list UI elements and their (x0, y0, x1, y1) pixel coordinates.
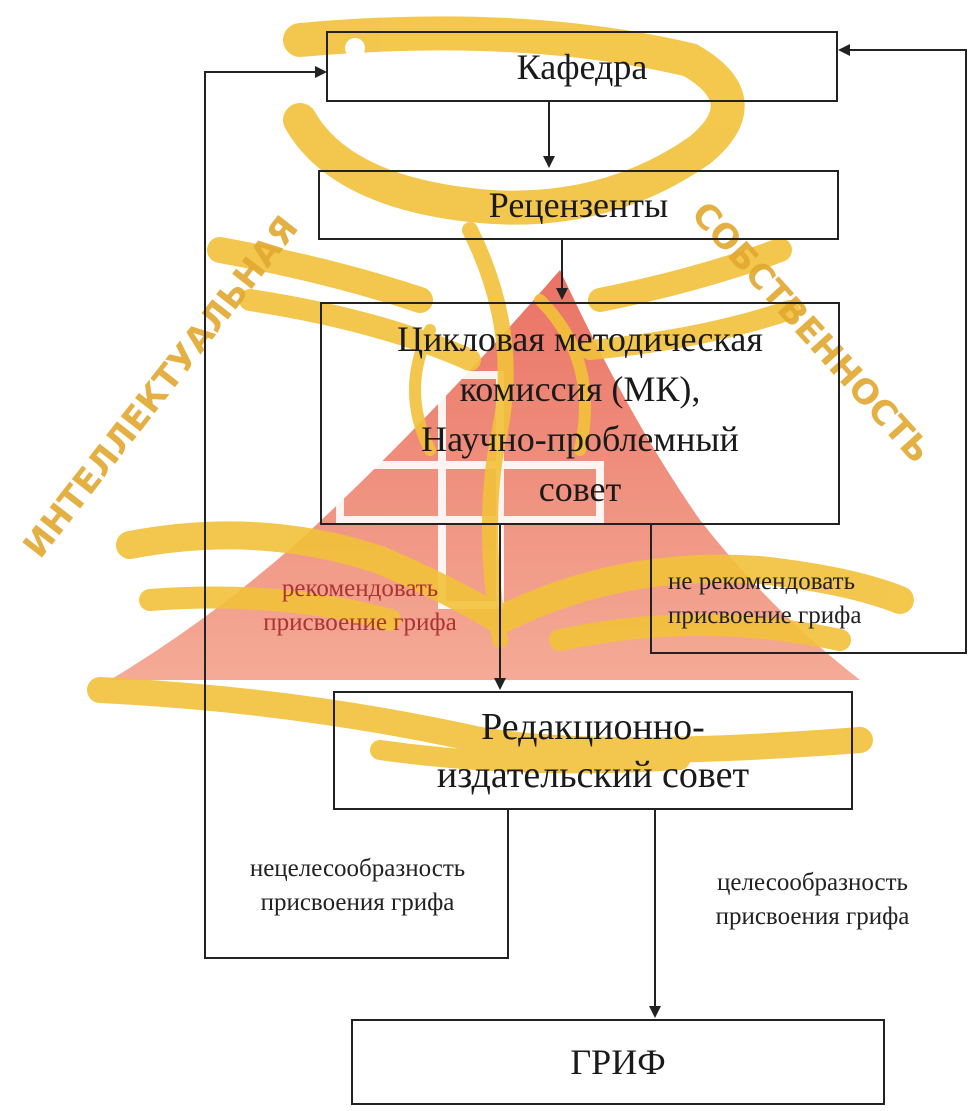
label-not-recommend: не рекомендовать присвоение грифа (668, 565, 928, 633)
node-reviewers-label: Рецензенты (488, 185, 669, 225)
node-kafedra-label: Кафедра (516, 46, 648, 87)
node-grif-label: ГРИФ (570, 1042, 666, 1082)
label-not-recommend-line2: присвоение грифа (668, 602, 862, 629)
node-kafedra: Кафедра (326, 31, 838, 102)
node-ris: Редакционно- издательский совет (333, 691, 853, 810)
label-inexpedient-line2: присвоения грифа (260, 889, 455, 916)
label-expedient: целесообразность присвоения грифа (680, 866, 945, 934)
label-not-recommend-line1: не рекомендовать (668, 568, 855, 595)
label-inexpedient-line1: нецелесообразность (249, 855, 466, 882)
label-inexpedient: нецелесообразность присвоения грифа (215, 852, 500, 920)
label-recommend-line1: рекомендовать (281, 575, 439, 602)
node-mk-line1: Цикловая методическая (397, 318, 763, 359)
arrow-not-recommend-to-kafedra (650, 44, 967, 654)
label-recommend: рекомендовать присвоение грифа (230, 572, 490, 640)
label-expedient-line2: присвоения грифа (715, 903, 910, 930)
node-reviewers: Рецензенты (318, 170, 839, 240)
watermark-gold-swirls (87, 16, 914, 774)
node-mk: Цикловая методическая комиссия (МК), Нау… (320, 302, 840, 525)
node-ris-line2: издательский совет (436, 753, 750, 796)
node-ris-line1: Редакционно- (481, 705, 705, 748)
node-mk-line4: совет (538, 468, 622, 509)
label-recommend-line2: присвоение грифа (263, 609, 457, 636)
node-mk-line3: Научно-проблемный (421, 418, 739, 459)
node-grif: ГРИФ (351, 1019, 885, 1105)
arrow-inexpedient-to-kafedra (204, 66, 509, 959)
node-mk-line2: комиссия (МК), (459, 368, 701, 409)
label-expedient-line1: целесообразность (717, 869, 908, 896)
